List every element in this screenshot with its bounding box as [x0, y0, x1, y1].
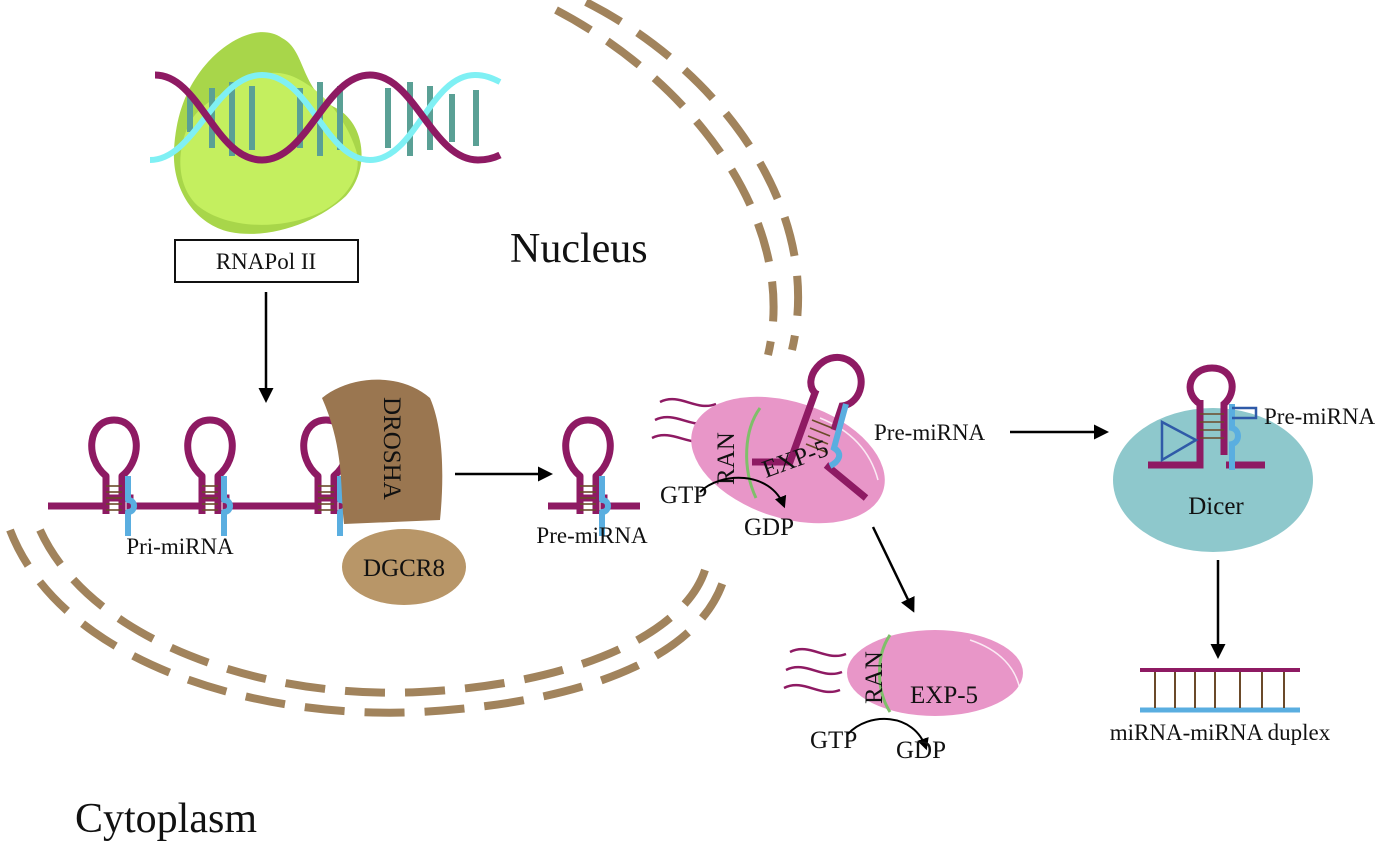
nucleus-label: Nucleus: [510, 226, 648, 272]
drosha: [322, 379, 443, 524]
duplex-label: miRNA-miRNA duplex: [1110, 720, 1331, 745]
cytoplasm-label: Cytoplasm: [75, 796, 257, 842]
rnapol-label-box: [174, 239, 359, 283]
dicer-rnase-domain: [1160, 419, 1199, 463]
pri-mirna: [48, 420, 356, 536]
pre-mirna-nucleus-label: Pre-miRNA: [536, 523, 648, 548]
exp5-bottom-label: EXP-5: [910, 682, 978, 709]
rnapol-label: RNAPol II: [216, 249, 316, 274]
recycle-arrow: [871, 526, 915, 613]
pre-mirna-nucleus: [548, 420, 640, 536]
exportin-complex-top: [651, 354, 885, 524]
gtp-gdp-arrow-top: [699, 476, 787, 509]
gdp-top-label: GDP: [744, 514, 794, 541]
gtp-top-label: GTP: [660, 482, 707, 509]
drosha-label: DROSHA: [378, 397, 405, 500]
rna-polymerase-ii: [173, 32, 362, 234]
ran-top-label: RAN: [713, 432, 740, 485]
dna-helix: [149, 71, 502, 164]
ran-bottom-label: RAN: [861, 651, 888, 704]
pre-mirna-dicer-label: Pre-miRNA: [1264, 404, 1376, 429]
dgcr8-label: DGCR8: [363, 555, 445, 582]
mirna-duplex: [1140, 668, 1300, 713]
pri-mirna-label: Pri-miRNA: [126, 534, 234, 559]
nuclear-membrane: [6, 0, 803, 717]
dicer-paz-domain: [1232, 406, 1258, 420]
gtp-gdp-arrow-bottom: [847, 717, 929, 751]
dgcr8: [342, 529, 466, 605]
exportin-complex-bottom: [783, 630, 1023, 716]
dicer: [1113, 364, 1313, 552]
gdp-bottom-label: GDP: [896, 737, 946, 764]
dicer-label: Dicer: [1188, 493, 1244, 520]
pre-mirna-export-label: Pre-miRNA: [874, 420, 986, 445]
